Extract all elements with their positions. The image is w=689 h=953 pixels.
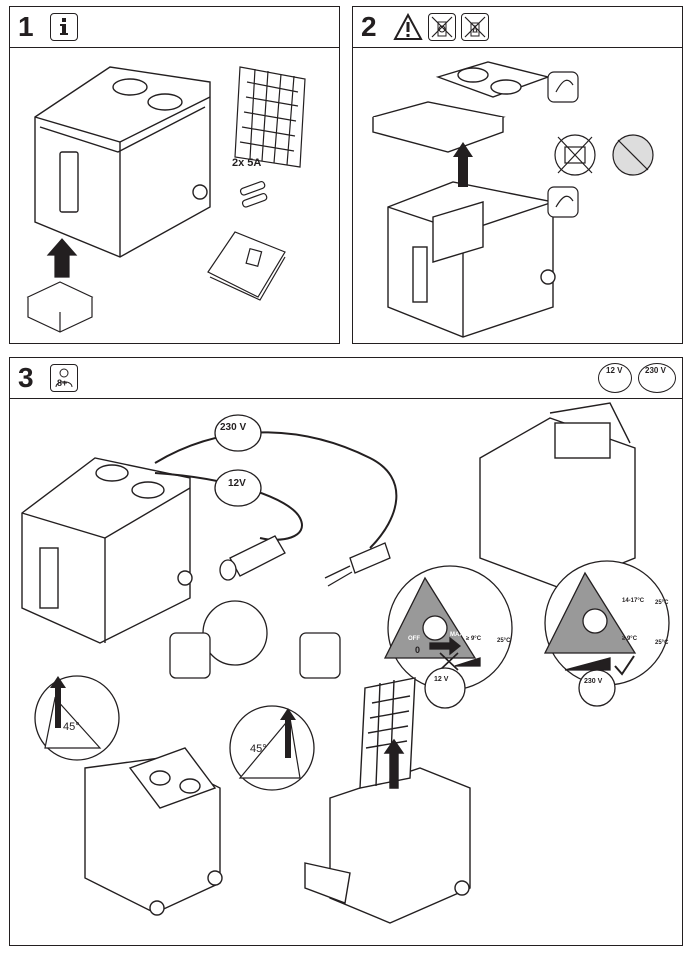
no-damaged-plug-icon <box>299 632 341 679</box>
fuses <box>239 180 268 208</box>
step-1-header: 1 <box>10 7 339 48</box>
step-2-illustration <box>372 61 654 338</box>
cable-230v <box>154 431 398 549</box>
lift-arrow <box>453 142 473 187</box>
cooler-open-top <box>479 402 636 589</box>
dial-max-label: MAX <box>450 632 464 638</box>
230v-plug <box>324 542 391 587</box>
step-2-header: 2 <box>353 7 682 48</box>
cooler-body <box>387 181 556 338</box>
fuse-label: 2x 5A <box>232 157 262 169</box>
ice-grid <box>234 66 306 168</box>
step-3-panel: 3 8+ 12 V 230 V <box>9 357 683 946</box>
step-3-header: 3 8+ 12 V 230 V <box>10 358 682 399</box>
unpack-box-icon <box>26 238 94 333</box>
step-number: 3 <box>18 362 34 393</box>
car-dashboard-callout <box>202 600 268 666</box>
temp-right-inside-b: ≥ 9°C <box>622 636 638 642</box>
angle-left-label: 45° <box>63 721 80 733</box>
cable-12v-label: 12V <box>228 478 246 489</box>
step-3-illustration <box>21 402 670 924</box>
12v-socket-icon: 12 V <box>598 363 632 393</box>
step-1-illustration <box>26 66 306 333</box>
step-number: 2 <box>361 11 377 42</box>
no-plug-wash-icon <box>554 134 596 176</box>
temp-right-outside-b: 25°C <box>655 640 669 646</box>
temp-right-outside-a: 25°C <box>655 600 669 606</box>
no-chemicals-icon <box>428 13 456 41</box>
12v-plug <box>219 535 286 581</box>
cooler-grid-insert <box>304 677 471 924</box>
note-12v-label: 12 V <box>434 676 449 683</box>
temp-left-outside: 25°C <box>497 638 511 644</box>
age-8-icon: 8+ <box>50 364 78 392</box>
manual <box>207 231 286 301</box>
step-2-panel: 2 <box>352 6 683 344</box>
age-label: 8+ <box>57 378 68 388</box>
cable-12v <box>154 472 303 541</box>
no-immersion-icon <box>612 134 654 176</box>
step-number: 1 <box>18 11 34 42</box>
lid-open <box>372 61 551 153</box>
voltage-230-label: 230 V <box>645 366 666 375</box>
cooler-box <box>34 66 211 258</box>
12v-callout <box>214 469 262 507</box>
angle-right-label: 45° <box>250 743 267 755</box>
12v-note-callout <box>424 667 466 709</box>
note-230v-label: 230 V <box>584 678 603 685</box>
cooler-lid-45 <box>84 747 223 916</box>
dial-off-label: OFF <box>408 636 420 642</box>
cable-230v-label: 230 V <box>220 422 247 433</box>
no-spray-icon <box>461 13 489 41</box>
temp-left-inside: ≥ 9°C <box>466 636 482 642</box>
info-icon <box>50 13 78 41</box>
hand-clean-icon <box>547 71 579 218</box>
step-1-panel: 1 <box>9 6 340 344</box>
temp-right-inside-a: 14-17°C <box>622 598 645 604</box>
230v-plug-icon: 230 V <box>638 363 676 393</box>
power-ramp <box>564 657 611 671</box>
230v-callout <box>214 414 262 452</box>
no-wet-hands-icon <box>169 632 211 679</box>
voltage-12-label: 12 V <box>606 366 623 375</box>
dial-zero-label: 0 <box>415 645 421 655</box>
checkmark-icon <box>614 655 635 676</box>
cooler-main <box>21 457 193 644</box>
230v-note-callout <box>578 669 616 707</box>
cross-icon <box>439 652 459 671</box>
